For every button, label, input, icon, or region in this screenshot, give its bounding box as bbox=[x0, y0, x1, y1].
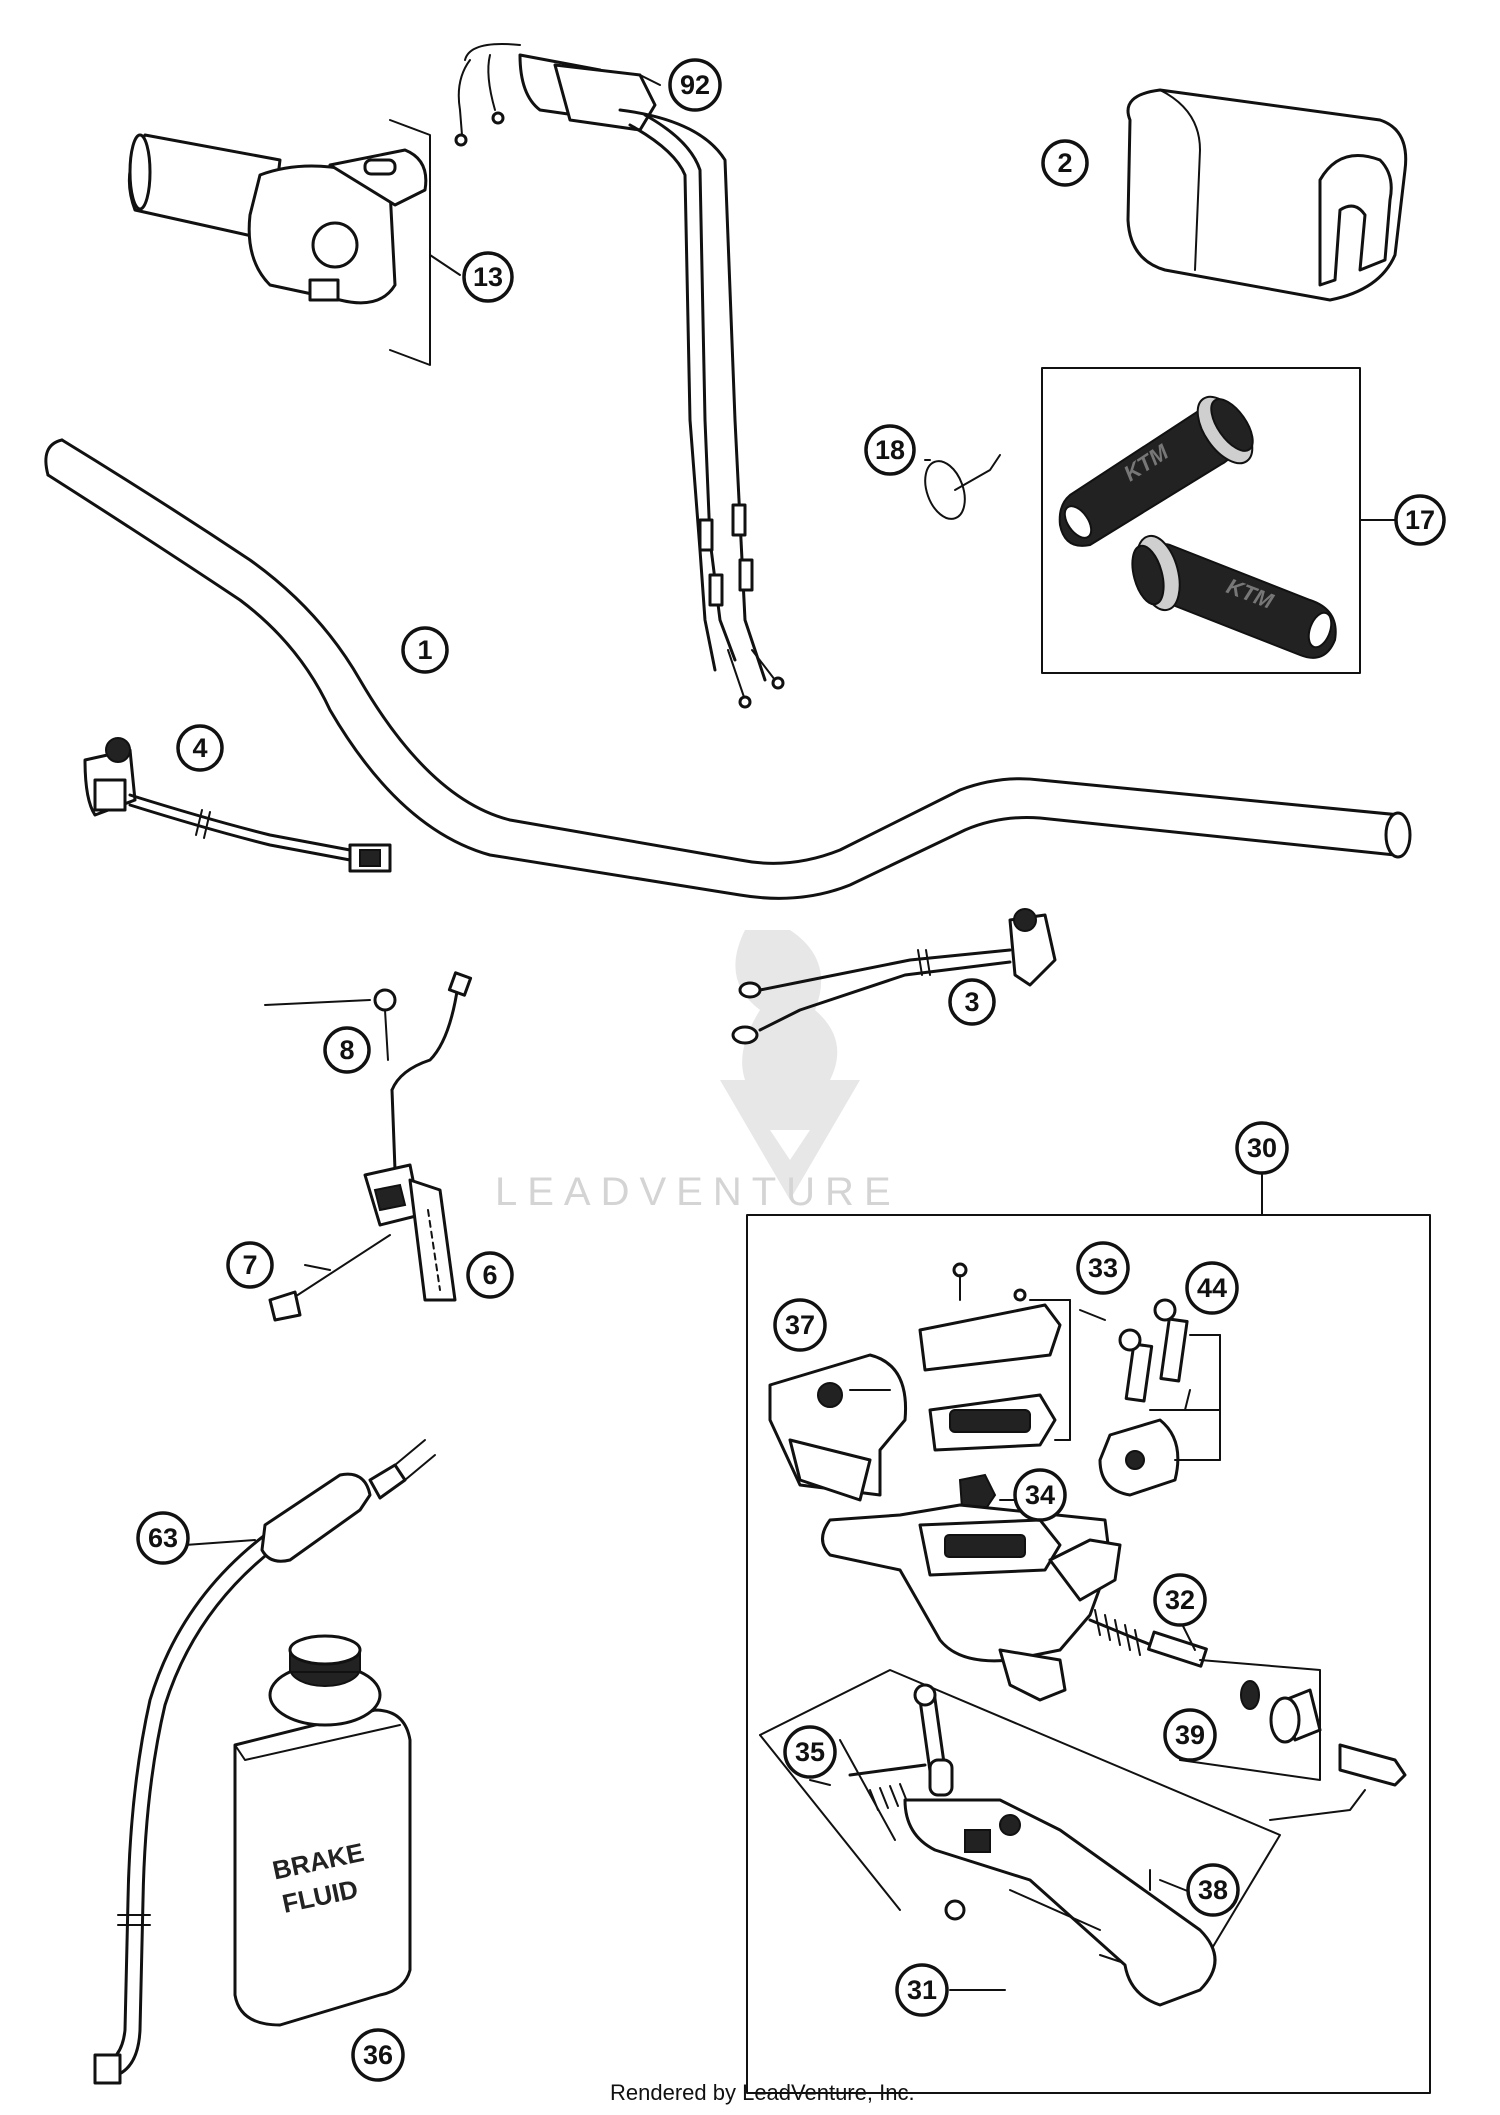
callout-label: 44 bbox=[1197, 1273, 1227, 1303]
callout-label: 17 bbox=[1405, 505, 1435, 535]
kill-switch bbox=[731, 908, 1057, 1045]
callout-33: 33 bbox=[1076, 1241, 1130, 1295]
grip-left: KTM bbox=[1058, 395, 1254, 547]
callout-label: 13 bbox=[473, 262, 503, 292]
callout-label: 39 bbox=[1175, 1720, 1205, 1750]
callout-36: 36 bbox=[351, 2028, 405, 2082]
throttle-cables bbox=[454, 43, 785, 709]
callout-32: 32 bbox=[1153, 1573, 1207, 1627]
callout-30: 30 bbox=[1235, 1121, 1289, 1175]
callout-6: 6 bbox=[466, 1251, 514, 1299]
callout-label: 32 bbox=[1165, 1585, 1195, 1615]
callout-13: 13 bbox=[462, 251, 514, 303]
callout-label: 3 bbox=[964, 987, 979, 1017]
callout-label: 33 bbox=[1088, 1253, 1118, 1283]
throttle-grip-assembly bbox=[127, 119, 431, 366]
callout-8: 8 bbox=[323, 1026, 371, 1074]
callout-37: 37 bbox=[773, 1298, 827, 1352]
grip-set: KTM KTM bbox=[1041, 367, 1401, 674]
render-credit: Rendered by LeadVenture, Inc. bbox=[610, 2080, 915, 2105]
cable-guide-assembly bbox=[268, 971, 473, 1322]
callout-38: 38 bbox=[1186, 1863, 1240, 1917]
callout-92: 92 bbox=[668, 58, 722, 112]
callout-4: 4 bbox=[176, 724, 224, 772]
leader-lines bbox=[184, 74, 1396, 1991]
callout-2: 2 bbox=[1041, 139, 1089, 187]
handlebar bbox=[44, 438, 1412, 900]
callout-3: 3 bbox=[948, 978, 996, 1026]
callout-34: 34 bbox=[1013, 1468, 1067, 1522]
grip-right: KTM bbox=[1131, 534, 1337, 659]
callout-label: 30 bbox=[1247, 1133, 1277, 1163]
callout-label: 1 bbox=[417, 635, 432, 665]
callout-label: 36 bbox=[363, 2040, 393, 2070]
callout-1: 1 bbox=[401, 626, 449, 674]
callout-label: 4 bbox=[192, 733, 207, 763]
callout-44: 44 bbox=[1185, 1261, 1239, 1315]
callout-31: 31 bbox=[895, 1963, 949, 2017]
callout-35: 35 bbox=[783, 1725, 837, 1779]
callout-39: 39 bbox=[1163, 1708, 1217, 1762]
brake-line bbox=[93, 1439, 436, 2085]
callout-label: 7 bbox=[242, 1250, 257, 1280]
callout-18: 18 bbox=[864, 424, 916, 476]
callout-label: 38 bbox=[1198, 1875, 1228, 1905]
callout-63: 63 bbox=[136, 1511, 190, 1565]
brake-fluid-can: BRAKE FLUID bbox=[233, 1634, 412, 2027]
callout-label: 34 bbox=[1025, 1480, 1055, 1510]
callout-label: 8 bbox=[339, 1035, 354, 1065]
callout-label: 6 bbox=[482, 1260, 497, 1290]
callout-label: 35 bbox=[795, 1737, 825, 1767]
callout-label: 37 bbox=[785, 1310, 815, 1340]
watermark-logo-icon bbox=[720, 930, 860, 1200]
callout-7: 7 bbox=[226, 1241, 274, 1289]
callout-17: 17 bbox=[1394, 494, 1446, 546]
light-switch bbox=[83, 737, 392, 873]
grip-tie bbox=[924, 454, 1001, 520]
callout-label: 31 bbox=[907, 1975, 937, 2005]
callout-label: 92 bbox=[680, 70, 710, 100]
callout-label: 63 bbox=[148, 1523, 178, 1553]
handlebar-pad bbox=[1126, 88, 1408, 302]
watermark-text: LEADVENTURE bbox=[495, 1170, 901, 1214]
callout-label: 2 bbox=[1057, 148, 1072, 178]
callout-label: 18 bbox=[875, 435, 905, 465]
